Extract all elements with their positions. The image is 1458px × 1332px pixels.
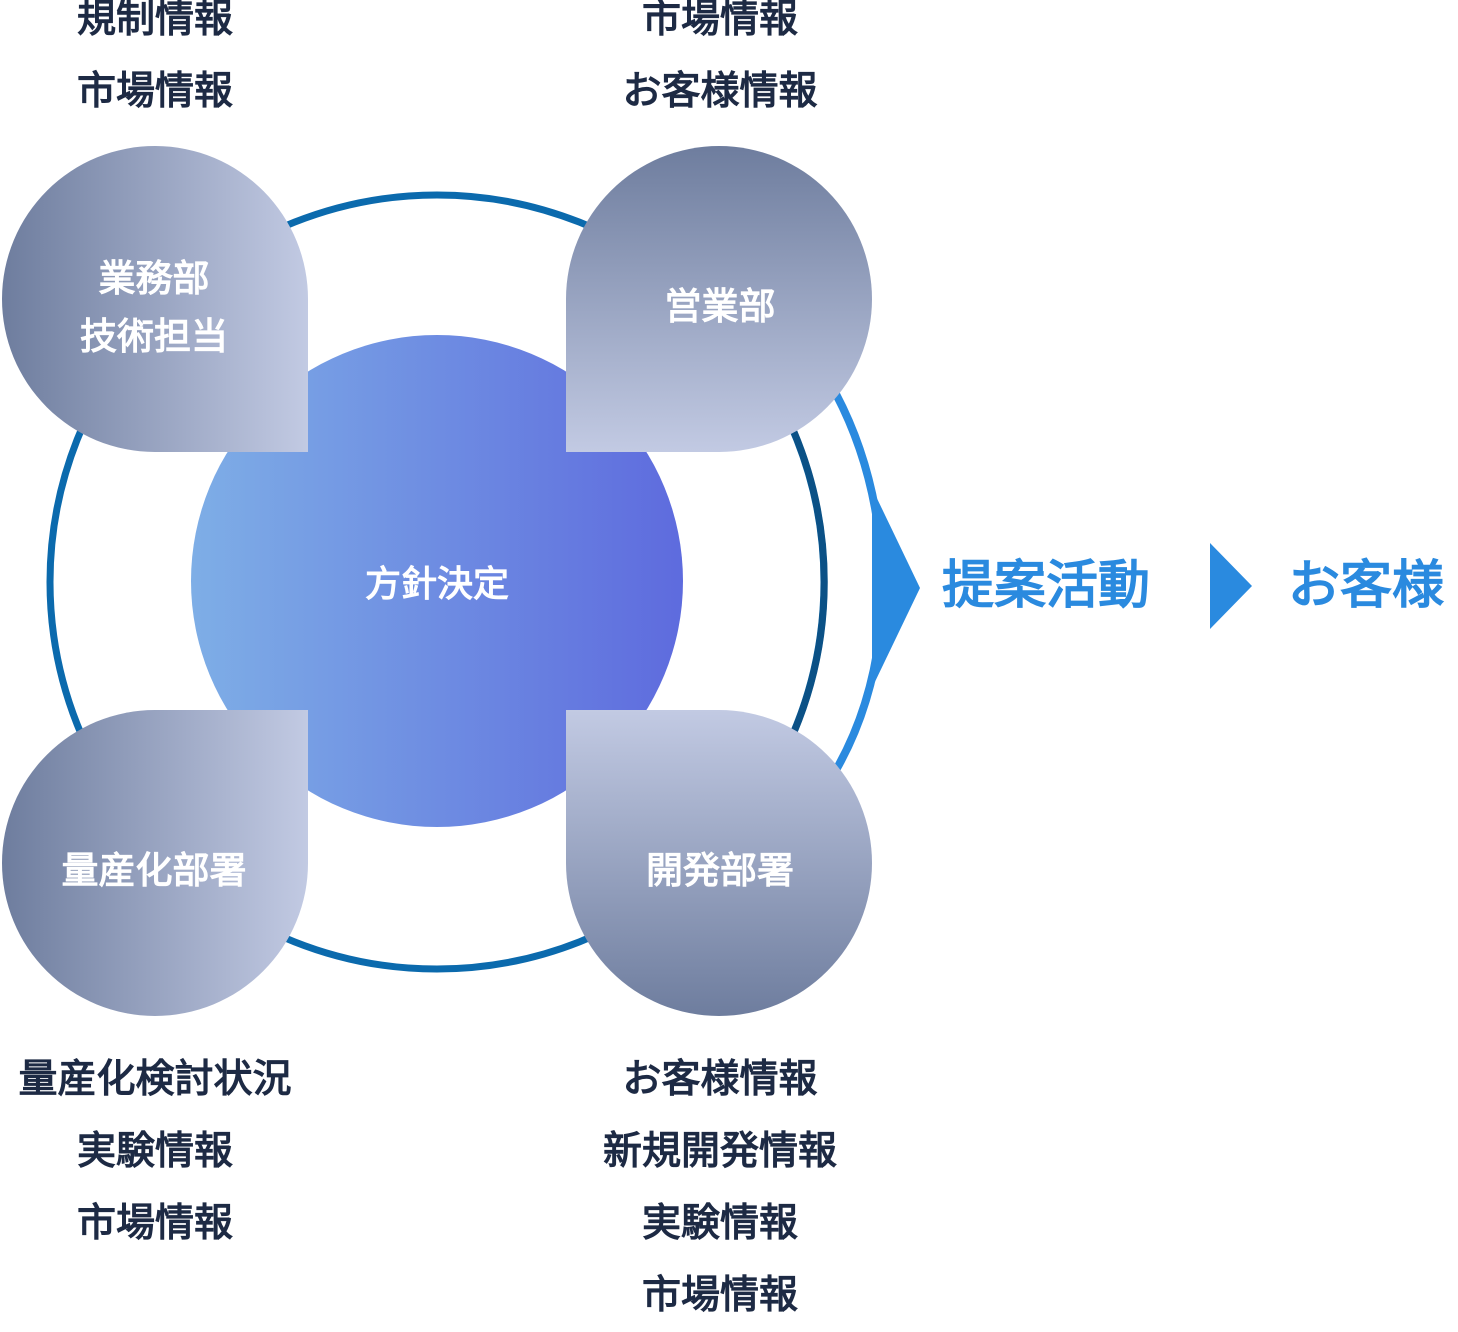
flow-arrow-small (1210, 543, 1252, 629)
node-label-kaihatsu: 開発部署 (566, 842, 874, 900)
proposal-label: 提案活動 (942, 556, 1151, 616)
flow-arrow-head (872, 488, 920, 688)
node-label-line: 業務部 (98, 257, 210, 300)
center-circle (191, 335, 683, 827)
info-item: 新規開発情報 (602, 1129, 837, 1174)
node-label-gyomu: 業務部 技術担当 (0, 250, 308, 366)
info-item: 市場情報 (641, 1273, 798, 1318)
info-item: 市場情報 (76, 1201, 233, 1246)
node-kaihatsu (566, 710, 872, 1016)
info-item: 量産化検討状況 (18, 1057, 292, 1102)
info-item: お客様情報 (622, 69, 818, 114)
node-label-eigyo: 営業部 (566, 278, 874, 336)
node-label-ryosan: 量産化部署 (0, 842, 308, 900)
info-list-top-right: 市場情報 お客様情報 (568, 0, 872, 128)
node-eigyo (566, 146, 872, 452)
info-item: 実験情報 (76, 1129, 233, 1174)
info-item: 市場情報 (76, 69, 233, 114)
node-label-line: 量産化部署 (61, 849, 247, 892)
info-item: お客様情報 (622, 1057, 818, 1102)
cycle-ring-right-arc (790, 430, 828, 734)
node-ryosan (2, 710, 308, 1016)
info-list-bottom-right: お客様情報 新規開発情報 実験情報 市場情報 (568, 1044, 872, 1332)
node-label-line: 開発部署 (646, 849, 794, 892)
center-label: 方針決定 (364, 564, 509, 605)
info-list-bottom-left: 量産化検討状況 実験情報 市場情報 (0, 1044, 310, 1260)
info-item: 規制情報 (76, 0, 233, 42)
info-list-top-left: 規制情報 市場情報 (0, 0, 310, 128)
info-item: 市場情報 (641, 0, 798, 42)
node-label-line: 技術担当 (80, 315, 228, 358)
customer-label: お客様 (1288, 556, 1445, 616)
node-gyomu (2, 146, 309, 453)
info-item: 実験情報 (641, 1201, 798, 1246)
node-label-line: 営業部 (664, 285, 776, 328)
